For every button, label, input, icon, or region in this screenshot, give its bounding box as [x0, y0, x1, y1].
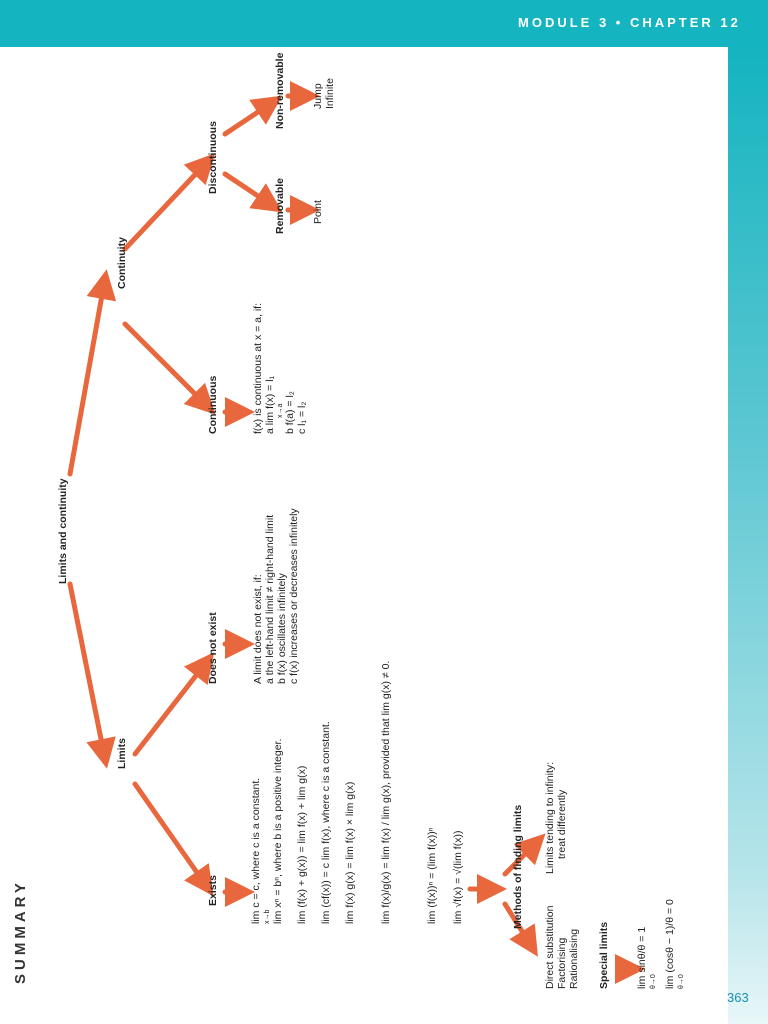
exists-rule-6: lim f(x)/g(x) = lim f(x) / lim g(x), pro…	[380, 660, 392, 924]
node-point: Point	[312, 200, 324, 224]
dne-line-2: a the left-hand limit ≠ right-hand limit	[264, 514, 276, 684]
summary-diagram: SUMMARY Limits and continuity Limits Con…	[0, 44, 720, 1024]
dne-line-4: c f(x) increases or decreases infinitely	[288, 508, 300, 684]
exists-rule-4: lim (cf(x)) = c lim f(x), where c is a c…	[320, 721, 332, 924]
continuous-line-4: c l₁ = l₂	[296, 401, 308, 434]
dne-line-1: A limit does not exist, if:	[252, 574, 264, 684]
exists-rule-2: lim xⁿ = bⁿ, where b is a positive integ…	[272, 738, 284, 924]
arrow-continuity-discontinuous	[122, 153, 216, 252]
exists-rule-7: lim (f(x))ⁿ = (lim f(x))ⁿ	[426, 827, 438, 924]
node-limits: Limits	[116, 738, 128, 769]
continuous-line-1: f(x) is continuous at x = a, if:	[252, 302, 264, 434]
arrow-methods-right	[502, 833, 546, 877]
special-limit-2: lim (cosθ − 1)/θ = 0	[664, 899, 676, 989]
header-bar	[0, 0, 768, 47]
node-methods: Methods of finding limits	[512, 804, 524, 929]
node-jump: Jump	[312, 83, 324, 109]
infinity-note-1: Limits tending to infinity:	[544, 761, 556, 874]
method-2: Factorising	[556, 937, 568, 989]
method-3: Rationalising	[568, 928, 580, 989]
module-chapter-label: MODULE 3 • CHAPTER 12	[518, 15, 741, 30]
arrow-root-limits	[67, 581, 116, 769]
node-non-removable: Non-removable	[274, 52, 286, 129]
infinity-note-2: treat differently	[556, 789, 568, 859]
arrow-disc-removable	[222, 171, 283, 213]
node-special-limits: Special limits	[598, 921, 610, 989]
exists-rule-1: lim c = c, where c is a constant.	[250, 777, 262, 924]
continuous-line-3: b f(a) = l₂	[284, 391, 296, 434]
arrow-limits-dne	[132, 652, 215, 757]
arrow-root-continuity	[67, 269, 117, 477]
arrow-limits-exists	[132, 781, 214, 897]
method-1: Direct substitution	[544, 905, 556, 989]
dne-line-3: b f(x) oscillates infinitely	[276, 573, 288, 684]
arrow-methods-left	[502, 901, 538, 957]
node-root: Limits and continuity	[57, 478, 69, 584]
node-exists: Exists	[207, 875, 219, 906]
page-number: 363	[727, 990, 749, 1005]
diagram-arrows	[67, 81, 645, 984]
special-limit-1: lim sinθ/θ = 1	[636, 926, 648, 989]
node-continuity: Continuity	[116, 237, 128, 289]
node-continuous: Continuous	[207, 375, 219, 434]
node-infinite: Infinite	[324, 78, 336, 109]
node-discontinuous: Discontinuous	[207, 121, 219, 194]
special-limit-2-sub: θ→0	[678, 974, 685, 989]
summary-title: SUMMARY	[12, 879, 29, 984]
node-does-not-exist: Does not exist	[207, 612, 219, 684]
special-limit-1-sub: θ→0	[650, 974, 657, 989]
page-side-strip	[728, 47, 768, 1024]
arrow-disc-nonremovable	[222, 95, 283, 137]
node-removable: Removable	[274, 177, 286, 234]
arrow-continuity-continuous	[122, 321, 216, 415]
exists-rule-3: lim (f(x) + g(x)) = lim f(x) + lim g(x)	[296, 765, 308, 924]
exists-rule-8: lim √f(x) = √(lim f(x))	[452, 830, 464, 924]
exists-rule-5: lim f(x) g(x) = lim f(x) × lim g(x)	[344, 781, 356, 924]
